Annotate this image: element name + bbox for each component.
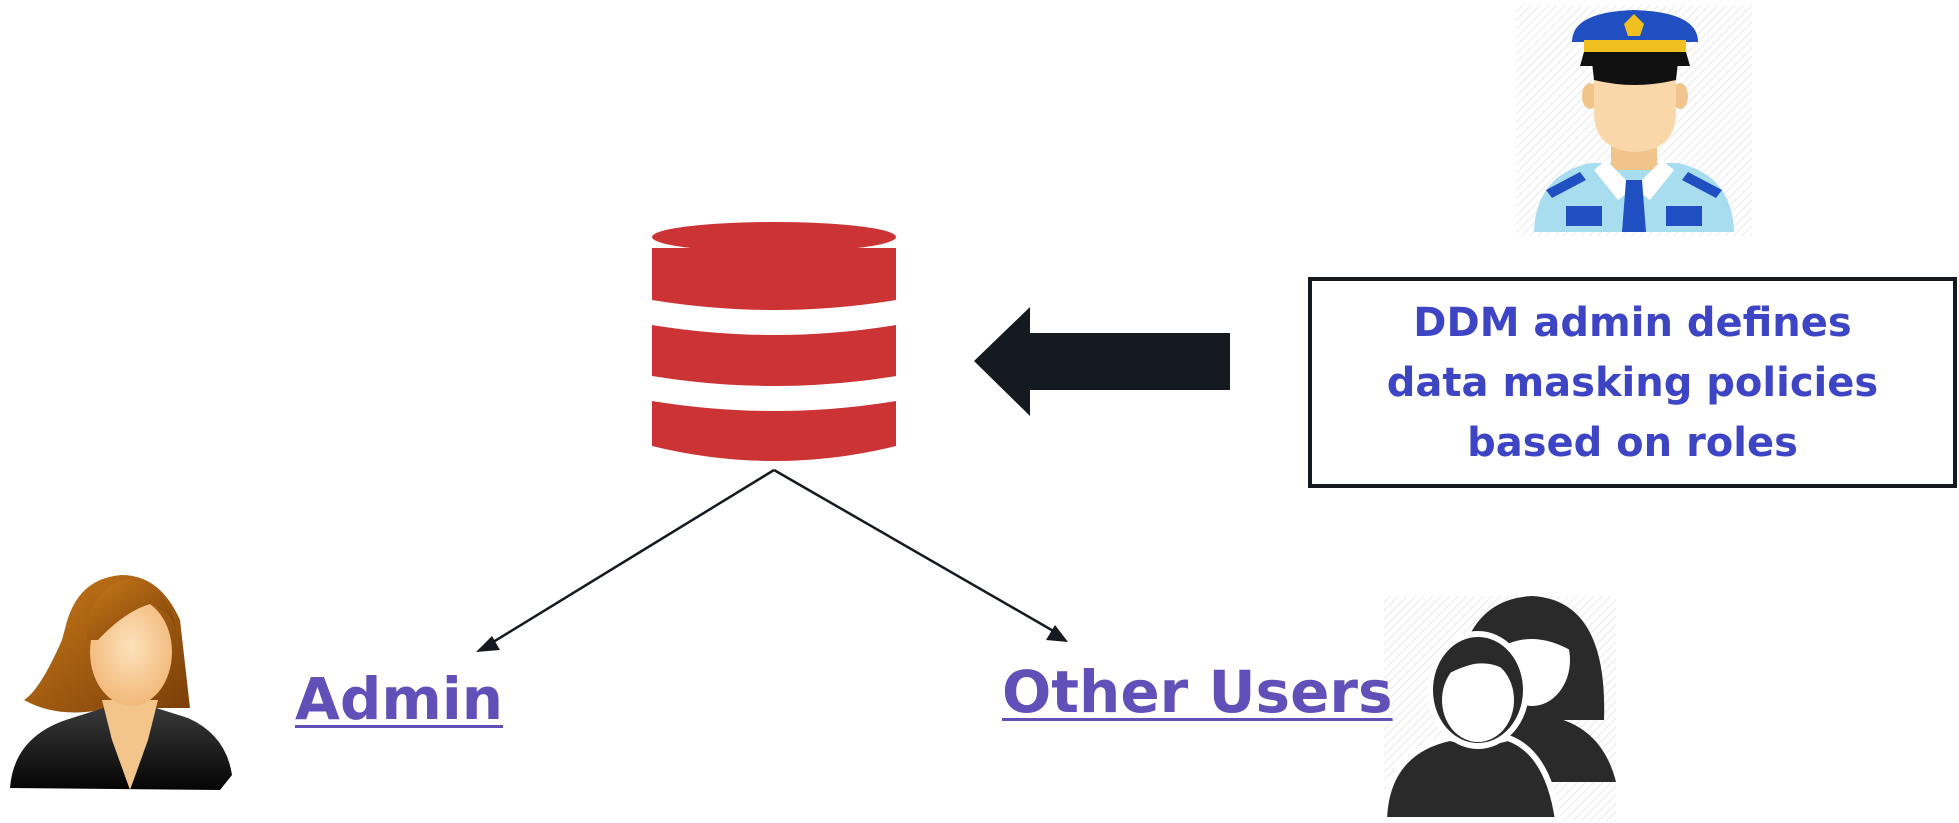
users-group-icon [1380,596,1616,823]
admin-connector-arrow [476,468,775,652]
policy-line-2: data masking policies [1386,359,1879,406]
admin-label[interactable]: Admin [295,665,504,733]
database-icon [652,222,896,461]
policy-arrow [974,307,1230,416]
policy-line-1: DDM admin defines [1413,299,1852,346]
policy-text: DDM admin defines data masking policies … [1387,293,1878,473]
police-officer-icon [1516,5,1752,236]
policy-line-3: based on roles [1467,419,1798,466]
female-admin-icon [10,575,232,790]
users-connector-arrow [773,468,1068,642]
policy-textbox: DDM admin defines data masking policies … [1308,277,1957,488]
other-users-label[interactable]: Other Users [1002,658,1393,726]
